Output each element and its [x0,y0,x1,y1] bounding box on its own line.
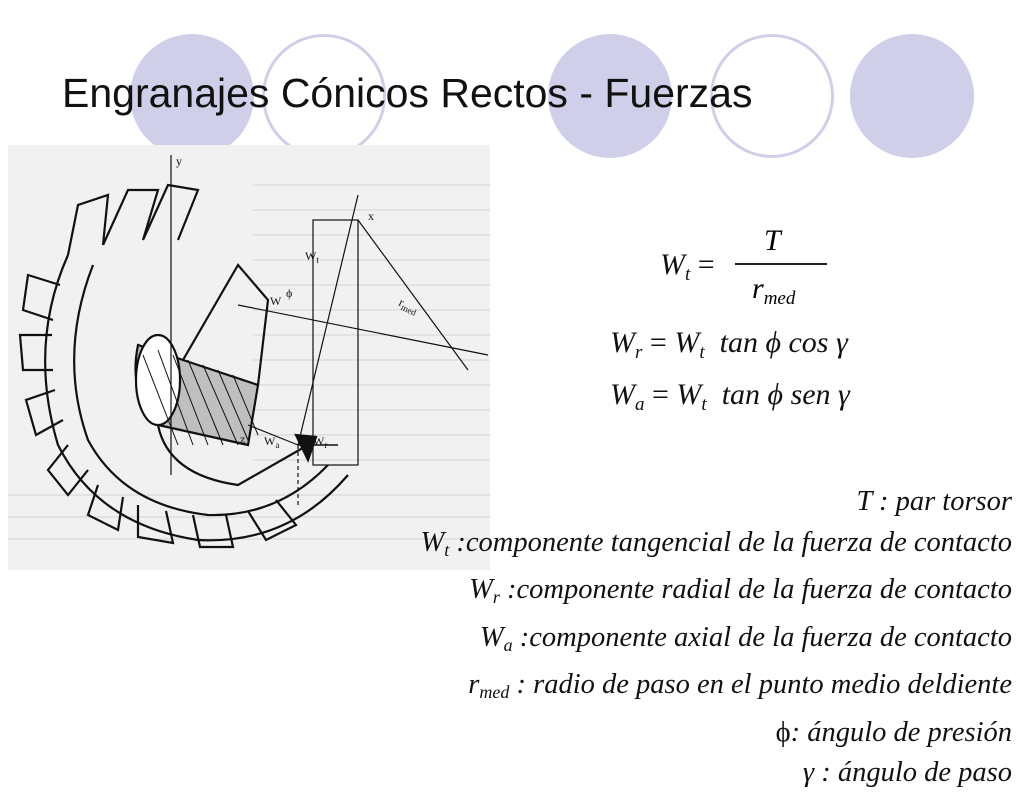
label-wa: Wa [264,434,279,450]
label-wr: Wr [313,434,327,450]
legend-item-rmed: rmed : radio de paso en el punto medio d… [468,669,1012,702]
formula-wt-lhs: Wt = [660,248,715,285]
label-phi: ϕ [286,286,292,300]
formula-wt-denominator: rmed [752,272,796,309]
label-x: x [368,209,374,223]
formula-wr: Wr = Wt tan ϕ cos γ [610,326,848,363]
decor-circle-5 [850,34,974,158]
formula-wt-numerator: T [764,224,781,257]
label-z: z [240,432,245,446]
decor-circle-4 [710,34,834,158]
legend-item-wa: Wa :componente axial de la fuerza de con… [479,621,1012,655]
legend-item-gamma: γ : ángulo de paso [802,757,1012,788]
decor-circle-1 [130,34,254,158]
decor-circle-3 [548,34,672,158]
legend-item-phi: ϕ: ángulo de presión [775,716,1012,748]
variable-legend: T : par torsor Wt :componente tangencial… [421,482,1013,794]
legend-item-wt: Wt :componente tangencial de la fuerza d… [420,526,1013,560]
legend-item-t: T : par torsor [856,486,1013,517]
label-y: y [176,154,182,168]
bevel-gear-force-diagram: y z x Wt W ϕ Wa Wr rmed [8,145,490,570]
formula-wa: Wa = Wt tan ϕ sen γ [610,378,850,415]
slide-title: Engranajes Cónicos Rectos - Fuerzas [62,70,753,116]
formula-wt-fraction-bar [735,263,827,265]
label-wt: Wt [305,249,319,265]
label-w: W [270,294,282,308]
legend-item-wr: Wr :componente radial de la fuerza de co… [469,574,1012,607]
